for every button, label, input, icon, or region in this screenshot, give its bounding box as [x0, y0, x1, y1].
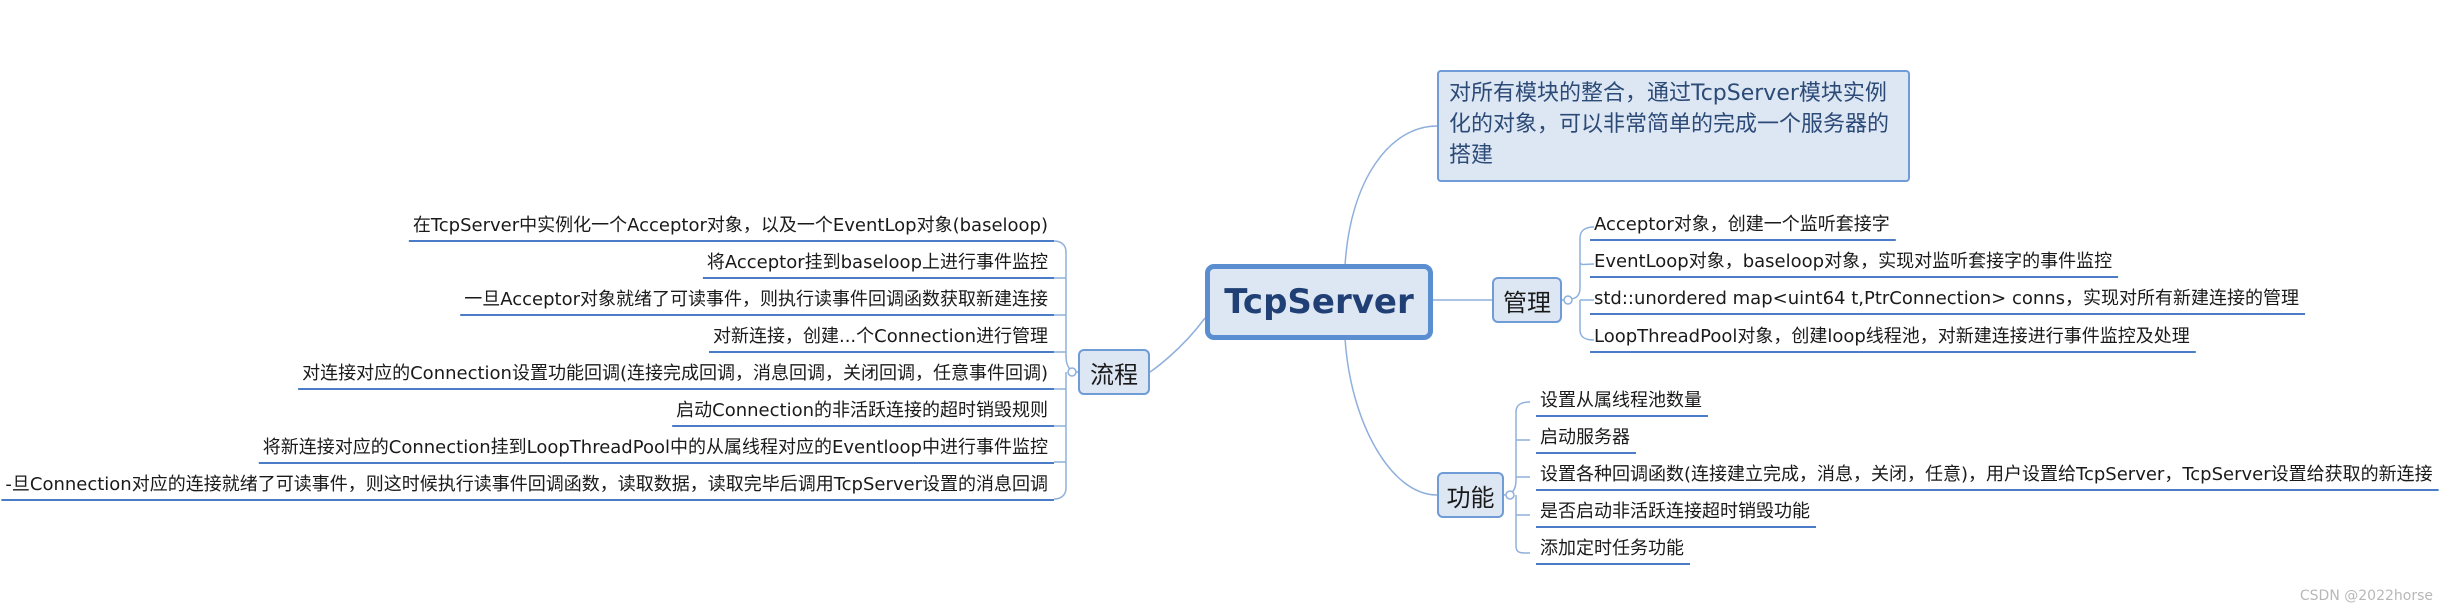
- flow-item[interactable]: 对连接对应的Connection设置功能回调(连接完成回调，消息回调，关闭回调，…: [302, 363, 1048, 384]
- management-item[interactable]: EventLoop对象，baseloop对象，实现对监听套接字的事件监控: [1594, 251, 2113, 272]
- management-item[interactable]: LoopThreadPool对象，创建loop线程池，对新建连接进行事件监控及处…: [1594, 326, 2190, 347]
- flow-item[interactable]: 在TcpServer中实例化一个Acceptor对象，以及一个EventLop对…: [412, 215, 1048, 236]
- link-central-function: [1344, 337, 1438, 496]
- flow-item[interactable]: -旦Connection对应的连接就绪了可读事件，则这时候执行读事件回调函数，读…: [5, 474, 1048, 495]
- link-flow-bracket: [1053, 240, 1079, 500]
- flow-item[interactable]: 一旦Acceptor对象就绪了可读事件，则执行读事件回调函数获取新建连接: [464, 289, 1048, 310]
- function-item[interactable]: 设置从属线程池数量: [1540, 390, 1702, 411]
- flow-item[interactable]: 对新连接，创建...个Connection进行管理: [712, 326, 1048, 347]
- flow-item[interactable]: 将Acceptor挂到baseloop上进行事件监控: [706, 252, 1048, 273]
- csdn-watermark: CSDN @2022horse: [2299, 588, 2433, 604]
- management-item[interactable]: std::unordered map<uint64 t,PtrConnectio…: [1594, 288, 2300, 309]
- expand-dot-flow[interactable]: [1067, 367, 1077, 377]
- branch-flow[interactable]: 流程: [1078, 349, 1150, 395]
- flow-item[interactable]: 启动Connection的非活跃连接的超时销毁规则: [676, 400, 1048, 421]
- function-item[interactable]: 是否启动非活跃连接超时销毁功能: [1540, 501, 1810, 522]
- link-central-description: [1344, 125, 1438, 267]
- expand-dot-function[interactable]: [1505, 490, 1515, 500]
- function-item[interactable]: 设置各种回调函数(连接建立完成，消息，关闭，任意)，用户设置给TcpServer…: [1540, 464, 2433, 485]
- description-callout[interactable]: 对所有模块的整合，通过TcpServer模块实例化的对象，可以非常简单的完成一个…: [1437, 70, 1910, 182]
- expand-dot-management[interactable]: [1563, 295, 1573, 305]
- central-topic-tcpserver[interactable]: TcpServer: [1205, 264, 1433, 340]
- flow-item[interactable]: 将新连接对应的Connection挂到LoopThreadPool中的从属线程对…: [262, 437, 1048, 458]
- link-central-flow: [1149, 317, 1206, 373]
- link-management-bracket: [1561, 226, 1595, 341]
- branch-management[interactable]: 管理: [1492, 277, 1562, 323]
- link-function-bracket: [1503, 401, 1531, 554]
- management-item[interactable]: Acceptor对象，创建一个监听套接字: [1594, 214, 1890, 235]
- function-item[interactable]: 启动服务器: [1540, 427, 1630, 448]
- function-item[interactable]: 添加定时任务功能: [1540, 538, 1684, 559]
- branch-function[interactable]: 功能: [1437, 472, 1504, 518]
